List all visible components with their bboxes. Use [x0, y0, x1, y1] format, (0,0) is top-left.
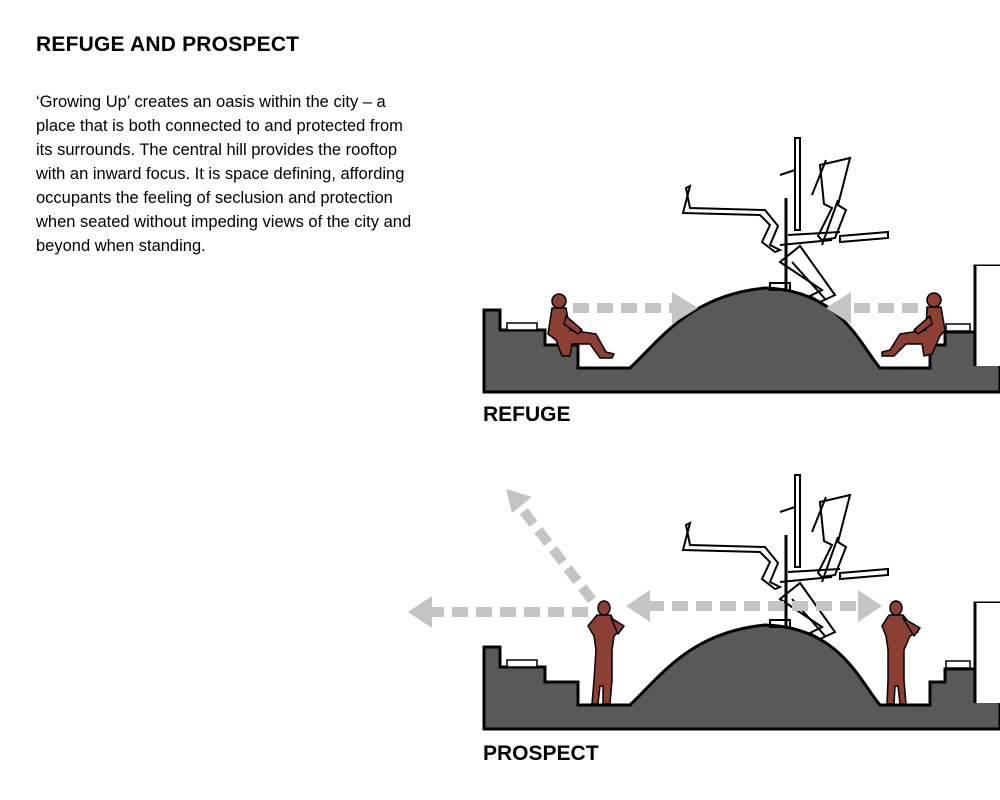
prospect-hill-section: [482, 473, 1000, 731]
intro-paragraph: ‘Growing Up’ creates an oasis within the…: [36, 90, 486, 258]
arrowhead: [408, 596, 432, 628]
prospect-label: PROSPECT: [483, 742, 599, 765]
refuge-diagram: [482, 136, 1000, 394]
arrowhead: [506, 489, 532, 513]
intro-line: occupants the feeling of seclusion and p…: [36, 189, 393, 207]
intro-line: its surrounds. The central hill provides…: [36, 141, 398, 159]
standing-figure-left: [587, 600, 625, 705]
page-title: REFUGE AND PROSPECT: [36, 33, 300, 56]
seated-figure-right: [881, 292, 946, 357]
intro-line: beyond when standing.: [36, 237, 206, 255]
standing-figure-right: [881, 600, 921, 705]
arrowhead: [858, 590, 882, 622]
refuge-label: REFUGE: [483, 403, 571, 426]
arrowhead: [626, 590, 650, 622]
intro-line: when seated without impeding views of th…: [36, 213, 412, 231]
arrowhead: [672, 292, 698, 324]
seated-figure-left: [547, 293, 615, 359]
prospect-sight-arrows: [408, 489, 882, 628]
arrowhead: [826, 292, 851, 324]
intro-line: with an inward focus. It is space defini…: [36, 165, 405, 183]
prospect-arrow-diagonal: [515, 501, 596, 604]
intro-line: ‘Growing Up’ creates an oasis within the…: [36, 93, 386, 111]
refuge-sight-arrows: [573, 292, 918, 324]
prospect-diagram: [408, 473, 1000, 731]
intro-line: place that is both connected to and prot…: [36, 117, 403, 135]
